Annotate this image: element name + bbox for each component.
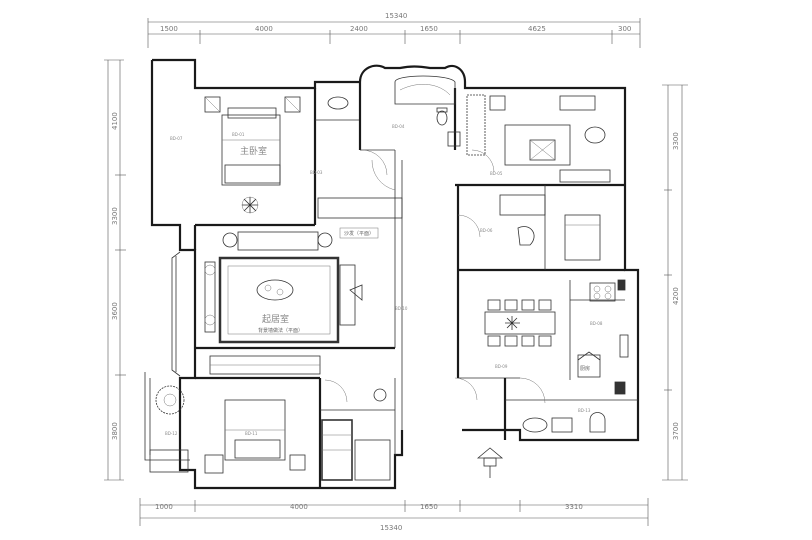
fridge-icon bbox=[577, 351, 601, 378]
middle-bath-fixtures bbox=[499, 194, 601, 261]
top-dim-6: 300 bbox=[618, 25, 631, 33]
north-arrow-icon bbox=[476, 447, 504, 478]
bottom-right-fixtures bbox=[522, 381, 626, 433]
svg-text:BD-13: BD-13 bbox=[578, 408, 591, 413]
top-dimension-lines: 15340 1500 4000 2400 1650 4625 300 bbox=[147, 12, 641, 48]
top-dim-3: 2400 bbox=[350, 25, 368, 33]
stove-icon bbox=[589, 279, 626, 302]
kitchen-counter bbox=[619, 334, 629, 358]
right-dim-3: 3700 bbox=[672, 422, 680, 440]
bottom-bath-fixtures bbox=[321, 388, 391, 481]
svg-text:BD-03: BD-03 bbox=[310, 170, 323, 175]
shower-icon bbox=[447, 131, 461, 147]
bottom-total-dimension: 15340 bbox=[380, 524, 402, 532]
right-dimension-lines: 3300 4200 3700 bbox=[662, 84, 688, 481]
tv-note-box bbox=[339, 227, 379, 239]
top-dim-5: 4625 bbox=[528, 25, 546, 33]
interior-walls bbox=[193, 82, 638, 488]
left-dim-1: 4100 bbox=[111, 112, 119, 130]
top-dim-1: 1500 bbox=[160, 25, 178, 33]
plant-icon bbox=[241, 196, 259, 214]
svg-text:BD-05: BD-05 bbox=[490, 171, 503, 176]
second-bed bbox=[466, 94, 611, 183]
bottom-dim-1: 1000 bbox=[155, 503, 173, 511]
master-bed: 主卧室 bbox=[204, 96, 301, 186]
exterior-walls bbox=[144, 58, 640, 490]
master-bedroom-label: 主卧室 bbox=[240, 145, 267, 157]
svg-text:BD-10: BD-10 bbox=[395, 306, 408, 311]
balcony-plant-icon bbox=[155, 385, 185, 415]
dining-table-icon bbox=[484, 299, 556, 347]
living-room-note: 背景墙做法（平面） bbox=[258, 327, 303, 334]
bottom-dim-4: 3310 bbox=[565, 503, 583, 511]
bathtub-icon bbox=[394, 75, 456, 105]
bottom-dim-3: 1650 bbox=[420, 503, 438, 511]
svg-text:BD-08: BD-08 bbox=[590, 321, 603, 326]
svg-text:BD-09: BD-09 bbox=[495, 364, 508, 369]
left-dim-3: 3600 bbox=[111, 302, 119, 320]
bed-icon bbox=[204, 355, 321, 474]
svg-text:BD-06: BD-06 bbox=[480, 228, 493, 233]
right-dim-2: 4200 bbox=[672, 287, 680, 305]
tv-note-label: 沙发（平面） bbox=[344, 230, 374, 237]
bottom-dim-2: 4000 bbox=[290, 503, 308, 511]
kitchen-label: 厨房 bbox=[580, 365, 590, 372]
left-dim-4: 3800 bbox=[111, 422, 119, 440]
left-dim-2: 3300 bbox=[111, 207, 119, 225]
left-dimension-lines: 4100 3300 3600 3800 bbox=[104, 59, 126, 481]
sofa-icon bbox=[204, 231, 363, 344]
bottom-dimension-lines: 1000 4000 1650 3310 15340 bbox=[139, 498, 649, 532]
svg-text:BD-04: BD-04 bbox=[392, 124, 405, 129]
top-dim-4: 1650 bbox=[420, 25, 438, 33]
right-dim-1: 3300 bbox=[672, 132, 680, 150]
top-total-dimension: 15340 bbox=[385, 12, 407, 20]
sink-icon bbox=[327, 96, 349, 110]
svg-text:BD-11: BD-11 bbox=[245, 431, 258, 436]
living-room-label: 起居室 bbox=[262, 313, 289, 325]
svg-text:BD-12: BD-12 bbox=[165, 431, 178, 436]
door-swings bbox=[324, 149, 546, 404]
top-dim-2: 4000 bbox=[255, 25, 273, 33]
room-tags: BD-07 BD-01 BD-03 BD-04 BD-05 BD-06 BD-0… bbox=[165, 124, 603, 436]
second-bath-sink bbox=[584, 126, 606, 144]
balcony-cabinet bbox=[149, 449, 189, 473]
svg-text:BD-01: BD-01 bbox=[232, 132, 245, 137]
svg-text:BD-07: BD-07 bbox=[170, 136, 183, 141]
toilet-icon bbox=[436, 107, 448, 126]
